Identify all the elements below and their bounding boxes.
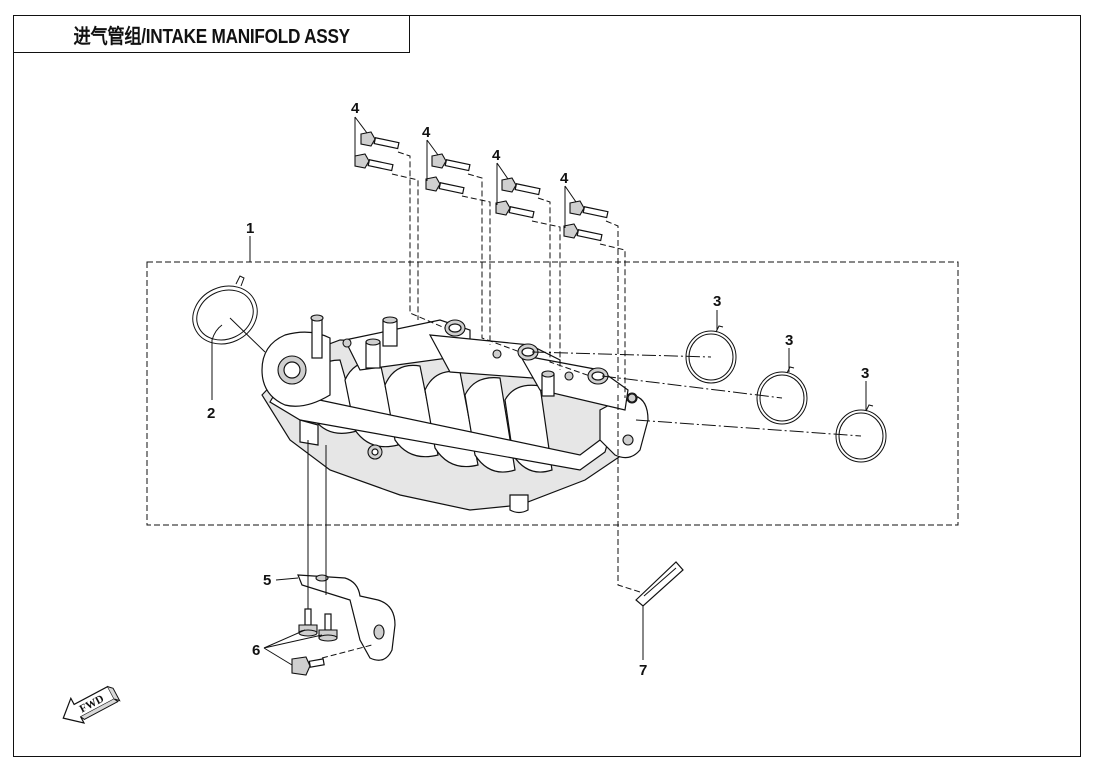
ring-centerline (635, 419, 862, 437)
callout-2: 2 (207, 405, 215, 422)
page-title: 进气管组/INTAKE MANIFOLD ASSY (73, 25, 350, 48)
bolt-parts (354, 131, 609, 242)
callout-3-c: 3 (861, 365, 869, 382)
title-box: 进气管组/INTAKE MANIFOLD ASSY (13, 15, 410, 53)
fwd-arrow-icon: FWD (62, 685, 121, 724)
callout-3-a: 3 (713, 293, 721, 310)
bolt-projection-lines (391, 151, 626, 398)
assembly-boundary (146, 261, 959, 526)
callout-4-d: 4 (560, 170, 569, 187)
ring-centerline (601, 375, 783, 399)
callout-7: 7 (639, 662, 647, 679)
intake-manifold-part (261, 314, 649, 514)
leader-lines (211, 116, 867, 666)
flange-bolt-parts (291, 608, 338, 676)
callout-6: 6 (252, 642, 260, 659)
callout-3-b: 3 (785, 332, 793, 349)
ring-centerline (531, 351, 712, 358)
gasket-ring-part (192, 275, 258, 345)
callout-4-c: 4 (492, 147, 501, 164)
bracket-part (297, 574, 396, 661)
callout-4-b: 4 (422, 124, 431, 141)
tag-projection-line (617, 395, 641, 593)
callout-5: 5 (263, 572, 271, 589)
callout-4-a: 4 (351, 100, 360, 117)
tag-plate-part (635, 561, 684, 607)
port-seal-rings (685, 325, 887, 463)
callout-1: 1 (246, 220, 254, 237)
drawing-frame (13, 15, 1081, 757)
